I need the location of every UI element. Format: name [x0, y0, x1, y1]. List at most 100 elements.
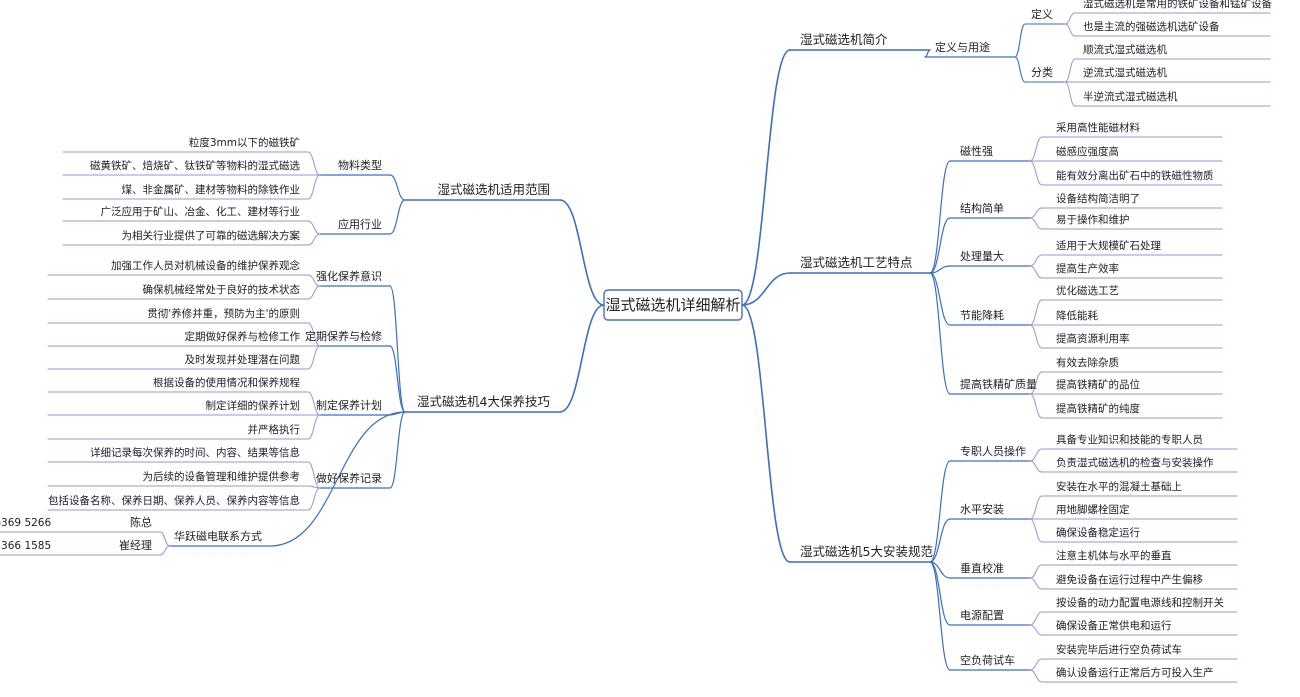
edge-leaf-2.1.0 [1029, 495, 1043, 520]
leaf-2.1.0[interactable]: 安装在水平的混凝土基础上 [1056, 480, 1182, 493]
leaf-3.0.1[interactable]: 磁黄铁矿、焙烧矿、钛铁矿等物料的湿式磁选 [90, 159, 300, 172]
leaf-1.3.2[interactable]: 提高资源利用率 [1056, 332, 1130, 345]
node-0.0.0[interactable]: 定义 [1031, 7, 1053, 21]
node-0.0.1[interactable]: 分类 [1031, 65, 1053, 79]
edge-sub-3.1 [389, 199, 406, 235]
branch-4-title[interactable]: 湿式磁选机4大保养技巧 [417, 394, 550, 409]
leaf-4.1.2[interactable]: 及时发现并处理潜在问题 [185, 353, 301, 366]
edge-sub-2.1 [929, 518, 951, 563]
leaf-1.4.0[interactable]: 有效去除杂质 [1056, 356, 1119, 369]
leaf-1.1.0[interactable]: 设备结构简洁明了 [1056, 192, 1140, 205]
branch-2-title[interactable]: 湿式磁选机5大安装规范 [800, 544, 933, 559]
leaf-3.1.0[interactable]: 广泛应用于矿山、冶金、化工、建材等行业 [101, 205, 301, 218]
leaf-4.3.1[interactable]: 为后续的设备管理和维护提供参考 [143, 470, 301, 483]
subtopic-4.3[interactable]: 做好保养记录 [316, 471, 382, 485]
edge-sub-0.0 [924, 49, 931, 58]
edge-leaf-2.2.1 [1029, 577, 1043, 590]
central-topic-box[interactable] [603, 289, 743, 321]
leaf-1.4.1[interactable]: 提高铁精矿的品位 [1056, 378, 1140, 391]
subtopic-4.2[interactable]: 制定保养计划 [316, 398, 382, 412]
branch-1-title[interactable]: 湿式磁选机工艺特点 [800, 255, 913, 270]
leaf-2.3.0[interactable]: 按设备的动力配置电源线和控制开关 [1056, 596, 1224, 609]
leaf-4.2.1[interactable]: 制定详细的保养计划 [206, 399, 301, 412]
subtopic-1.3[interactable]: 节能降耗 [960, 308, 1004, 322]
leaf-4.2.0[interactable]: 根据设备的使用情况和保养规程 [153, 376, 300, 389]
edge-sub-4.1 [389, 345, 406, 413]
edge-leaf-4.2.2 [307, 414, 321, 440]
subtopic-4.1[interactable]: 定期保养与检修 [305, 329, 382, 343]
edge-leaf-1.3.0 [1029, 299, 1043, 326]
leaf-1.4.2[interactable]: 提高铁精矿的纯度 [1056, 402, 1140, 415]
subtopic-2.4[interactable]: 空负荷试车 [960, 653, 1015, 667]
leaf-0.0.1.0[interactable]: 顺流式湿式磁选机 [1083, 43, 1167, 56]
leaf-0.0.1.2[interactable]: 半逆流式湿式磁选机 [1083, 90, 1178, 103]
subtopic-2.1[interactable]: 水平安装 [960, 502, 1004, 516]
subtopic-1.0[interactable]: 磁性强 [960, 144, 993, 158]
edge-node-0.0.0 [1014, 23, 1026, 58]
edge-sub-1.4 [929, 272, 951, 395]
leaf-1.1.1[interactable]: 易于操作和维护 [1056, 213, 1130, 226]
subtopic-1.2[interactable]: 处理量大 [960, 249, 1004, 263]
subtopic-0.0[interactable]: 定义与用途 [935, 40, 990, 54]
leaf-4.3.0[interactable]: 详细记录每次保养的时间、内容、结果等信息 [90, 446, 300, 459]
leaf-2.2.0[interactable]: 注意主机体与水平的垂直 [1056, 549, 1172, 562]
leaf-3.0.0[interactable]: 粒度3mm以下的磁铁矿 [189, 136, 300, 149]
subtopic-4.4[interactable]: 华跃磁电联系方式 [174, 529, 262, 543]
leaf-0.0.0.0[interactable]: 湿式磁选机是常用的铁矿设备和锰矿设备 [1083, 0, 1272, 10]
leaf-2.4.0[interactable]: 安装完毕后进行空负荷试车 [1056, 643, 1182, 656]
leaf-2.0.1[interactable]: 负责湿式磁选机的检查与安装操作 [1056, 456, 1214, 469]
leaf-3.1.1[interactable]: 为相关行业提供了可靠的磁选解决方案 [122, 229, 301, 242]
leaf-1.0.1[interactable]: 磁感应强度高 [1056, 145, 1119, 158]
edge-leaf-1.1.0 [1029, 207, 1043, 219]
leaf-2.1.1[interactable]: 用地脚螺栓固定 [1056, 503, 1130, 516]
node-4.4.0[interactable]: 陈总 [130, 515, 152, 529]
leaf-1.3.1[interactable]: 降低能耗 [1056, 309, 1098, 322]
leaf-2.0.0[interactable]: 具备专业知识和技能的专职人员 [1056, 433, 1203, 446]
edge-leaf-4.0.0 [307, 274, 321, 287]
edge-leaf-4.3.0 [307, 461, 321, 489]
leaf-2.3.1[interactable]: 确保设备正常供电和运行 [1056, 619, 1172, 632]
subtopic-2.3[interactable]: 电源配置 [960, 608, 1004, 622]
leaf-0.0.0.1[interactable]: 也是主流的强磁选机选矿设备 [1083, 20, 1220, 33]
edge-leaf-1.4.2 [1029, 393, 1043, 419]
subtopic-2.2[interactable]: 垂直校准 [960, 561, 1004, 575]
leaf-1.3.0[interactable]: 优化磁选工艺 [1056, 284, 1119, 297]
edge-leaf-3.1.1 [307, 233, 321, 246]
leaf-4.1.1[interactable]: 定期做好保养与检修工作 [185, 330, 301, 343]
leaf-3.0.2[interactable]: 煤、非金属矿、建材等物料的除铁作业 [122, 183, 301, 196]
leaf-4.4.1.0[interactable]: 189 5366 1585 [0, 540, 51, 552]
leaf-4.0.0[interactable]: 加强工作人员对机械设备的维护保养观念 [111, 259, 300, 272]
edge-leaf-2.3.1 [1029, 624, 1043, 636]
subtopic-3.0[interactable]: 物料类型 [338, 158, 382, 172]
leaf-4.1.0[interactable]: 贯彻'养修并重，预防为主'的原则 [147, 307, 300, 320]
leaf-2.2.1[interactable]: 避免设备在运行过程中产生偏移 [1056, 573, 1203, 586]
subtopic-3.1[interactable]: 应用行业 [338, 217, 382, 231]
subtopic-1.4[interactable]: 提高铁精矿质量 [960, 377, 1037, 391]
edge-leaf-2.1.2 [1029, 518, 1043, 543]
edge-sub-4.4 [269, 411, 406, 547]
node-4.4.1[interactable]: 崔经理 [119, 538, 152, 552]
central-topic[interactable]: 湿式磁选机详细解析 [605, 296, 740, 314]
leaf-1.0.2[interactable]: 能有效分离出矿石中的铁磁性物质 [1056, 169, 1214, 182]
leaf-0.0.1.1[interactable]: 逆流式湿式磁选机 [1083, 66, 1167, 79]
leaf-4.2.2[interactable]: 并严格执行 [248, 423, 301, 436]
leaf-1.2.1[interactable]: 提高生产效率 [1056, 262, 1119, 275]
leaf-1.0.0[interactable]: 采用高性能磁材料 [1056, 121, 1140, 134]
edge-branch-2 [741, 304, 791, 563]
edge-leaf-3.0.2 [307, 174, 321, 200]
subtopic-1.1[interactable]: 结构简单 [960, 201, 1004, 215]
branch-3-title[interactable]: 湿式磁选机适用范围 [437, 182, 550, 197]
leaf-2.1.2[interactable]: 确保设备稳定运行 [1056, 526, 1140, 539]
leaf-4.4.0.0[interactable]: 139 6369 5266 [0, 517, 51, 529]
subtopic-2.0[interactable]: 专职人员操作 [960, 444, 1026, 458]
leaf-2.4.1[interactable]: 确认设备运行正常后方可投入生产 [1056, 666, 1214, 679]
leaf-1.2.0[interactable]: 适用于大规模矿石处理 [1056, 239, 1161, 252]
leaf-4.3.2[interactable]: 包括设备名称、保养日期、保养人员、保养内容等信息 [48, 494, 300, 507]
edge-leaf-3.1.0 [307, 220, 321, 235]
subtopic-4.0[interactable]: 强化保养意识 [316, 269, 382, 283]
leaf-4.0.1[interactable]: 确保机械经常处于良好的技术状态 [143, 283, 301, 296]
branch-0-title[interactable]: 湿式磁选机简介 [800, 32, 888, 47]
edge-sub-2.4 [929, 561, 951, 671]
edge-leaf-2.4.1 [1029, 669, 1043, 683]
edge-leaf-1.2.1 [1029, 265, 1043, 279]
